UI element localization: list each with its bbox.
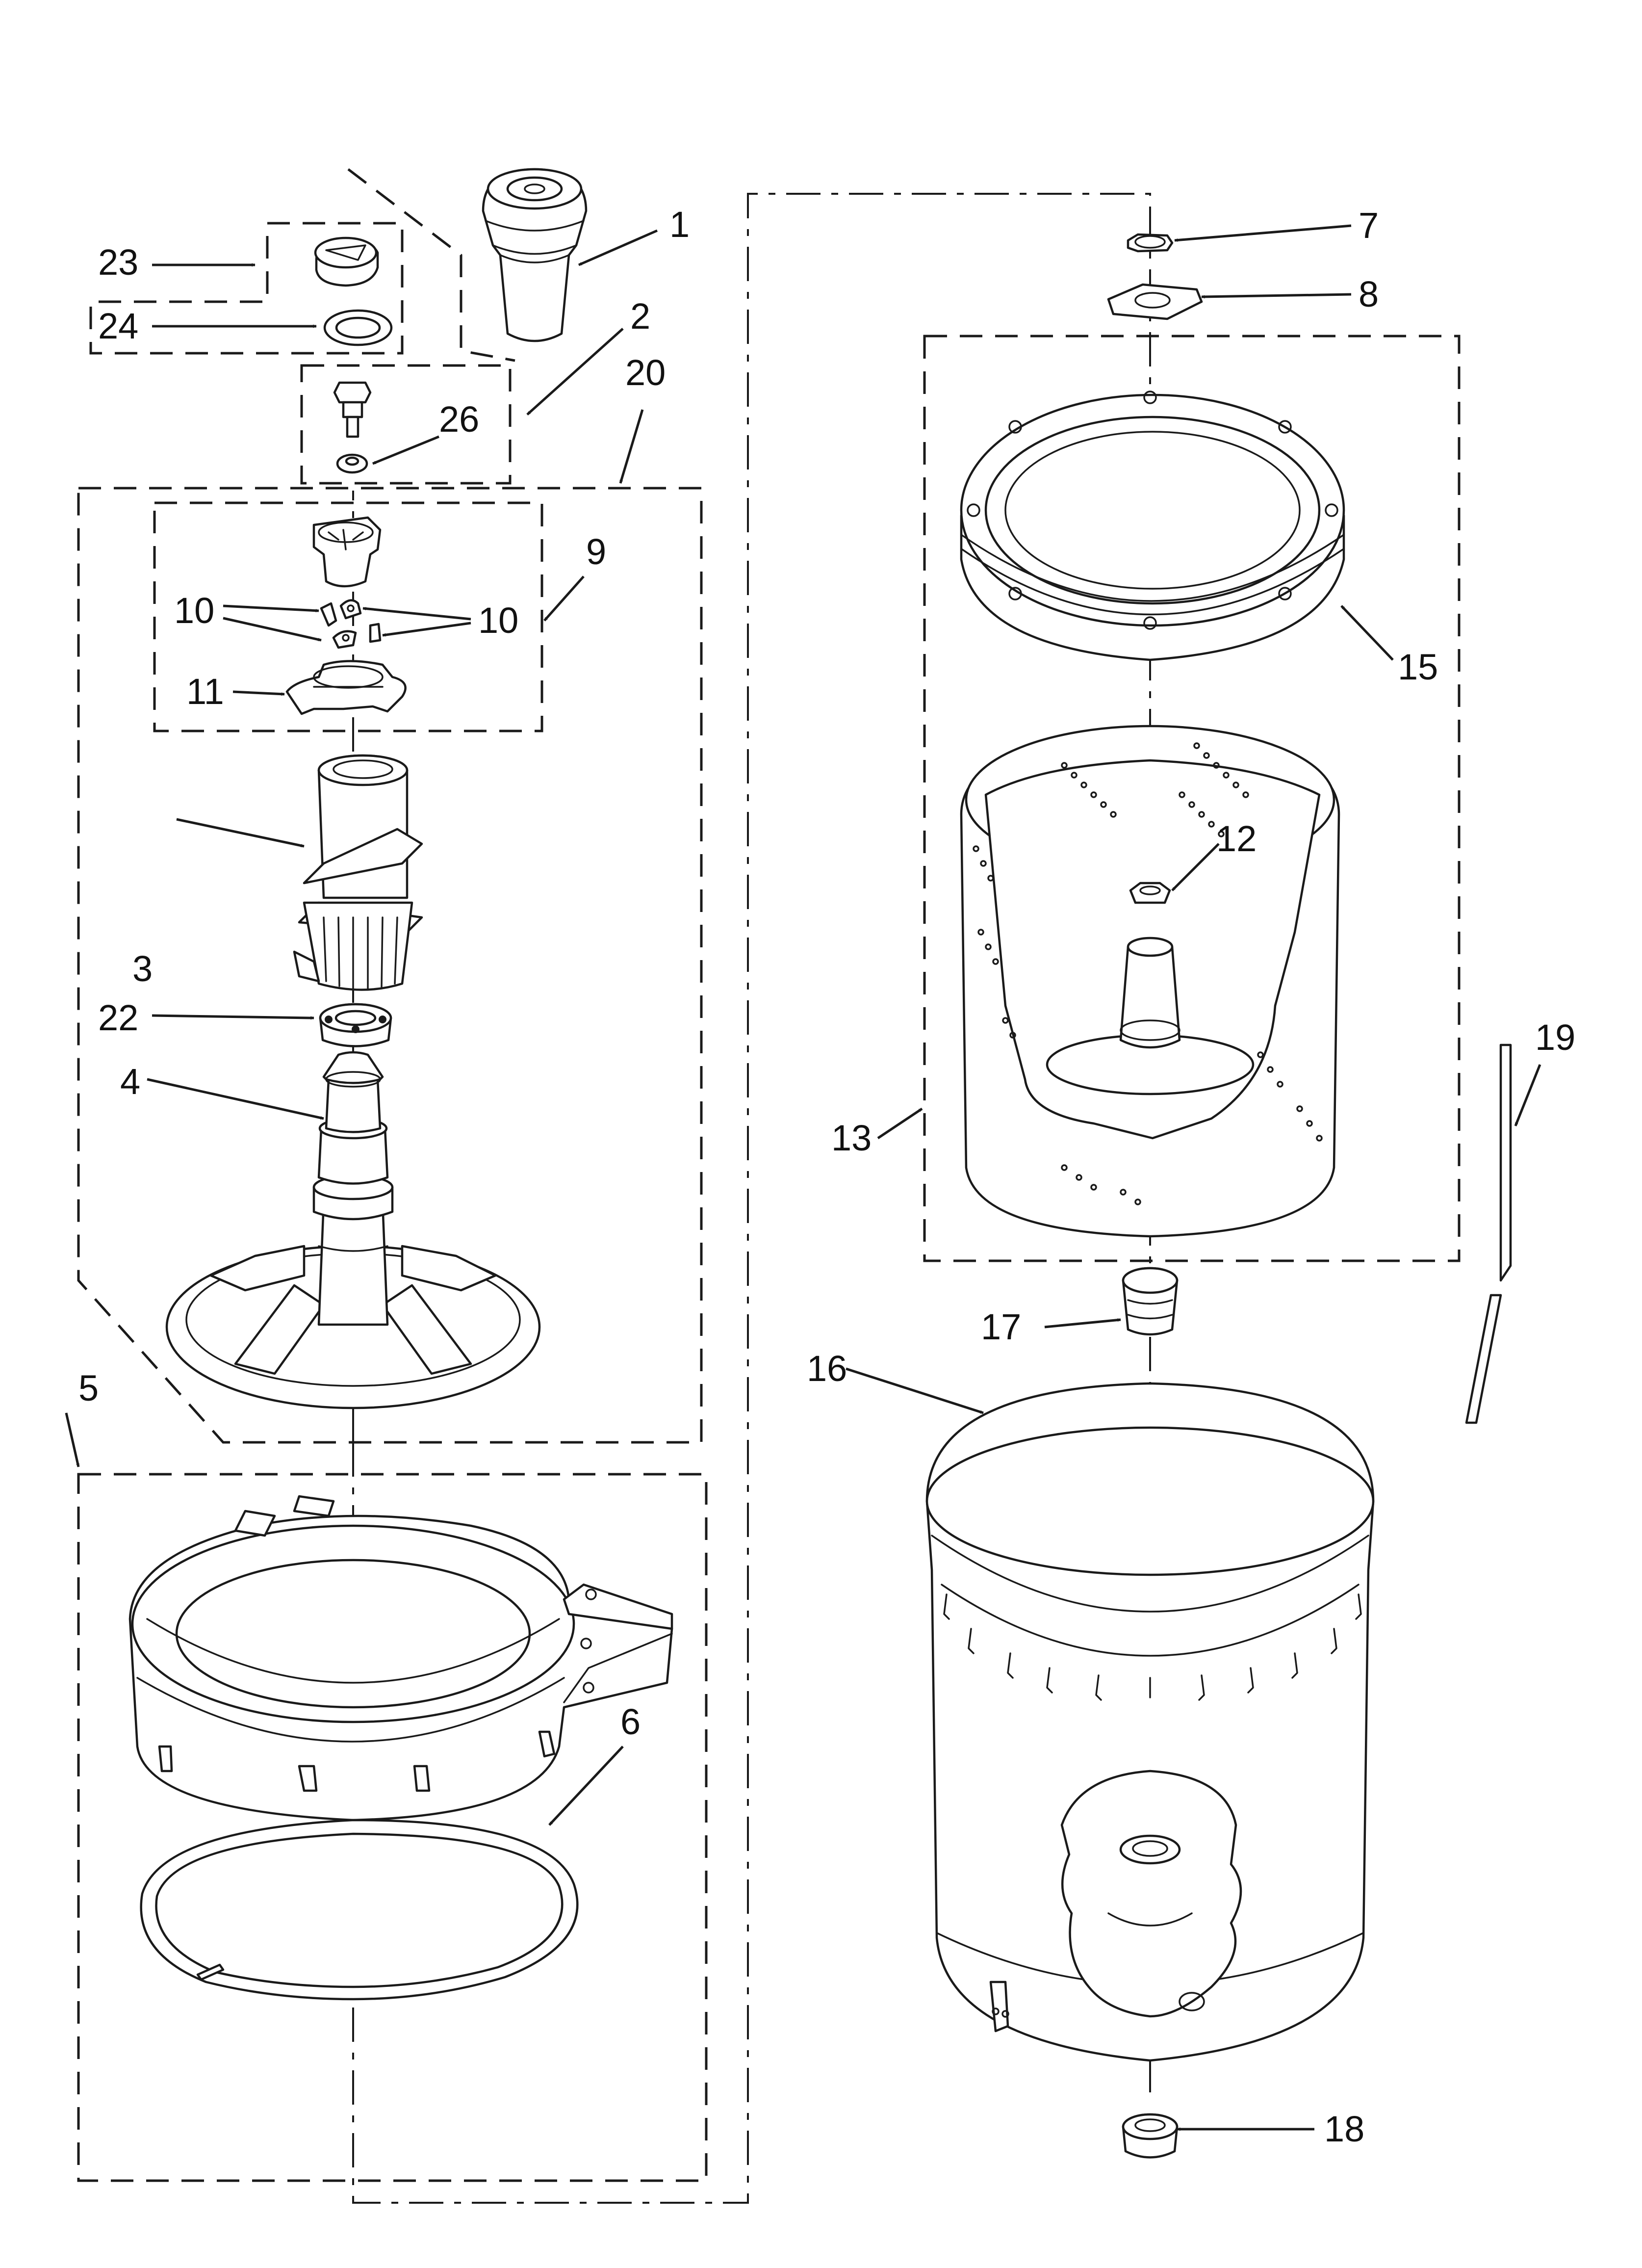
callout-11: 11 <box>186 671 224 712</box>
part-22-bearing <box>319 1003 392 1047</box>
group-box-20 <box>77 487 703 1444</box>
callout-2: 2 <box>630 296 650 337</box>
callout-5: 5 <box>78 1368 99 1408</box>
group-box-5 <box>77 1473 708 2182</box>
callout-22: 22 <box>98 997 138 1038</box>
callout-6: 6 <box>620 1701 641 1742</box>
part-26-washer <box>336 453 368 474</box>
callout-10-left: 10 <box>174 590 214 631</box>
callout-labels: 1 2 3 4 5 6 7 8 9 10 10 11 12 13 15 16 1… <box>78 204 1575 2149</box>
callout-7: 7 <box>1359 205 1379 246</box>
part-2-bolt <box>333 381 372 438</box>
callout-19: 19 <box>1535 1017 1575 1058</box>
part-9-cam-assembly <box>312 516 382 588</box>
callout-16: 16 <box>807 1348 847 1389</box>
callout-15: 15 <box>1398 647 1438 687</box>
callout-20: 20 <box>625 352 666 393</box>
callout-10-right: 10 <box>478 600 518 641</box>
callout-1: 1 <box>669 204 690 245</box>
part-5-balance-ring <box>128 1495 673 1822</box>
part-1-dispenser <box>482 168 588 342</box>
callout-3: 3 <box>132 948 153 989</box>
callout-23: 23 <box>98 242 138 283</box>
group-box-13-15 <box>923 335 1461 1262</box>
basket-perforations <box>973 742 1323 1205</box>
part-8-plate <box>1107 283 1203 320</box>
callout-26: 26 <box>439 399 479 440</box>
part-18-plug <box>1122 2113 1179 2159</box>
callout-18: 18 <box>1324 2109 1364 2149</box>
part-23-cap <box>314 236 379 287</box>
group-box-23-24 <box>89 222 404 355</box>
group-box-9 <box>153 501 543 732</box>
part-16-outer-tub <box>925 1382 1375 2062</box>
part-11-plate <box>285 660 407 715</box>
connector-1-23 <box>347 168 515 362</box>
part-17-seal <box>1122 1267 1179 1336</box>
tub-tabs <box>943 1593 1362 1701</box>
callout-12: 12 <box>1216 818 1257 859</box>
callout-9: 9 <box>586 531 606 572</box>
part-24-seal-ring <box>323 309 393 346</box>
callout-17: 17 <box>981 1306 1021 1347</box>
group-box-2 <box>300 364 512 485</box>
part-13-basket <box>960 725 1340 1238</box>
part-6-snap-ring <box>140 1819 579 2001</box>
part-12-nut <box>1129 882 1171 904</box>
callout-24: 24 <box>98 306 138 346</box>
part-15-tub-ring <box>960 391 1345 661</box>
part-19-hose <box>1465 1043 1512 1424</box>
part-3-auger <box>293 754 423 991</box>
assembly-centerline <box>352 193 1151 2204</box>
group-boxes <box>77 168 1461 2182</box>
part-4-agitator <box>165 1051 541 1409</box>
callout-8: 8 <box>1359 274 1379 314</box>
part-10-dogs <box>320 599 382 649</box>
callout-4: 4 <box>120 1061 140 1102</box>
leader-arrows <box>65 224 1541 2129</box>
callout-13: 13 <box>831 1118 872 1158</box>
part-7-clip <box>1127 233 1174 253</box>
